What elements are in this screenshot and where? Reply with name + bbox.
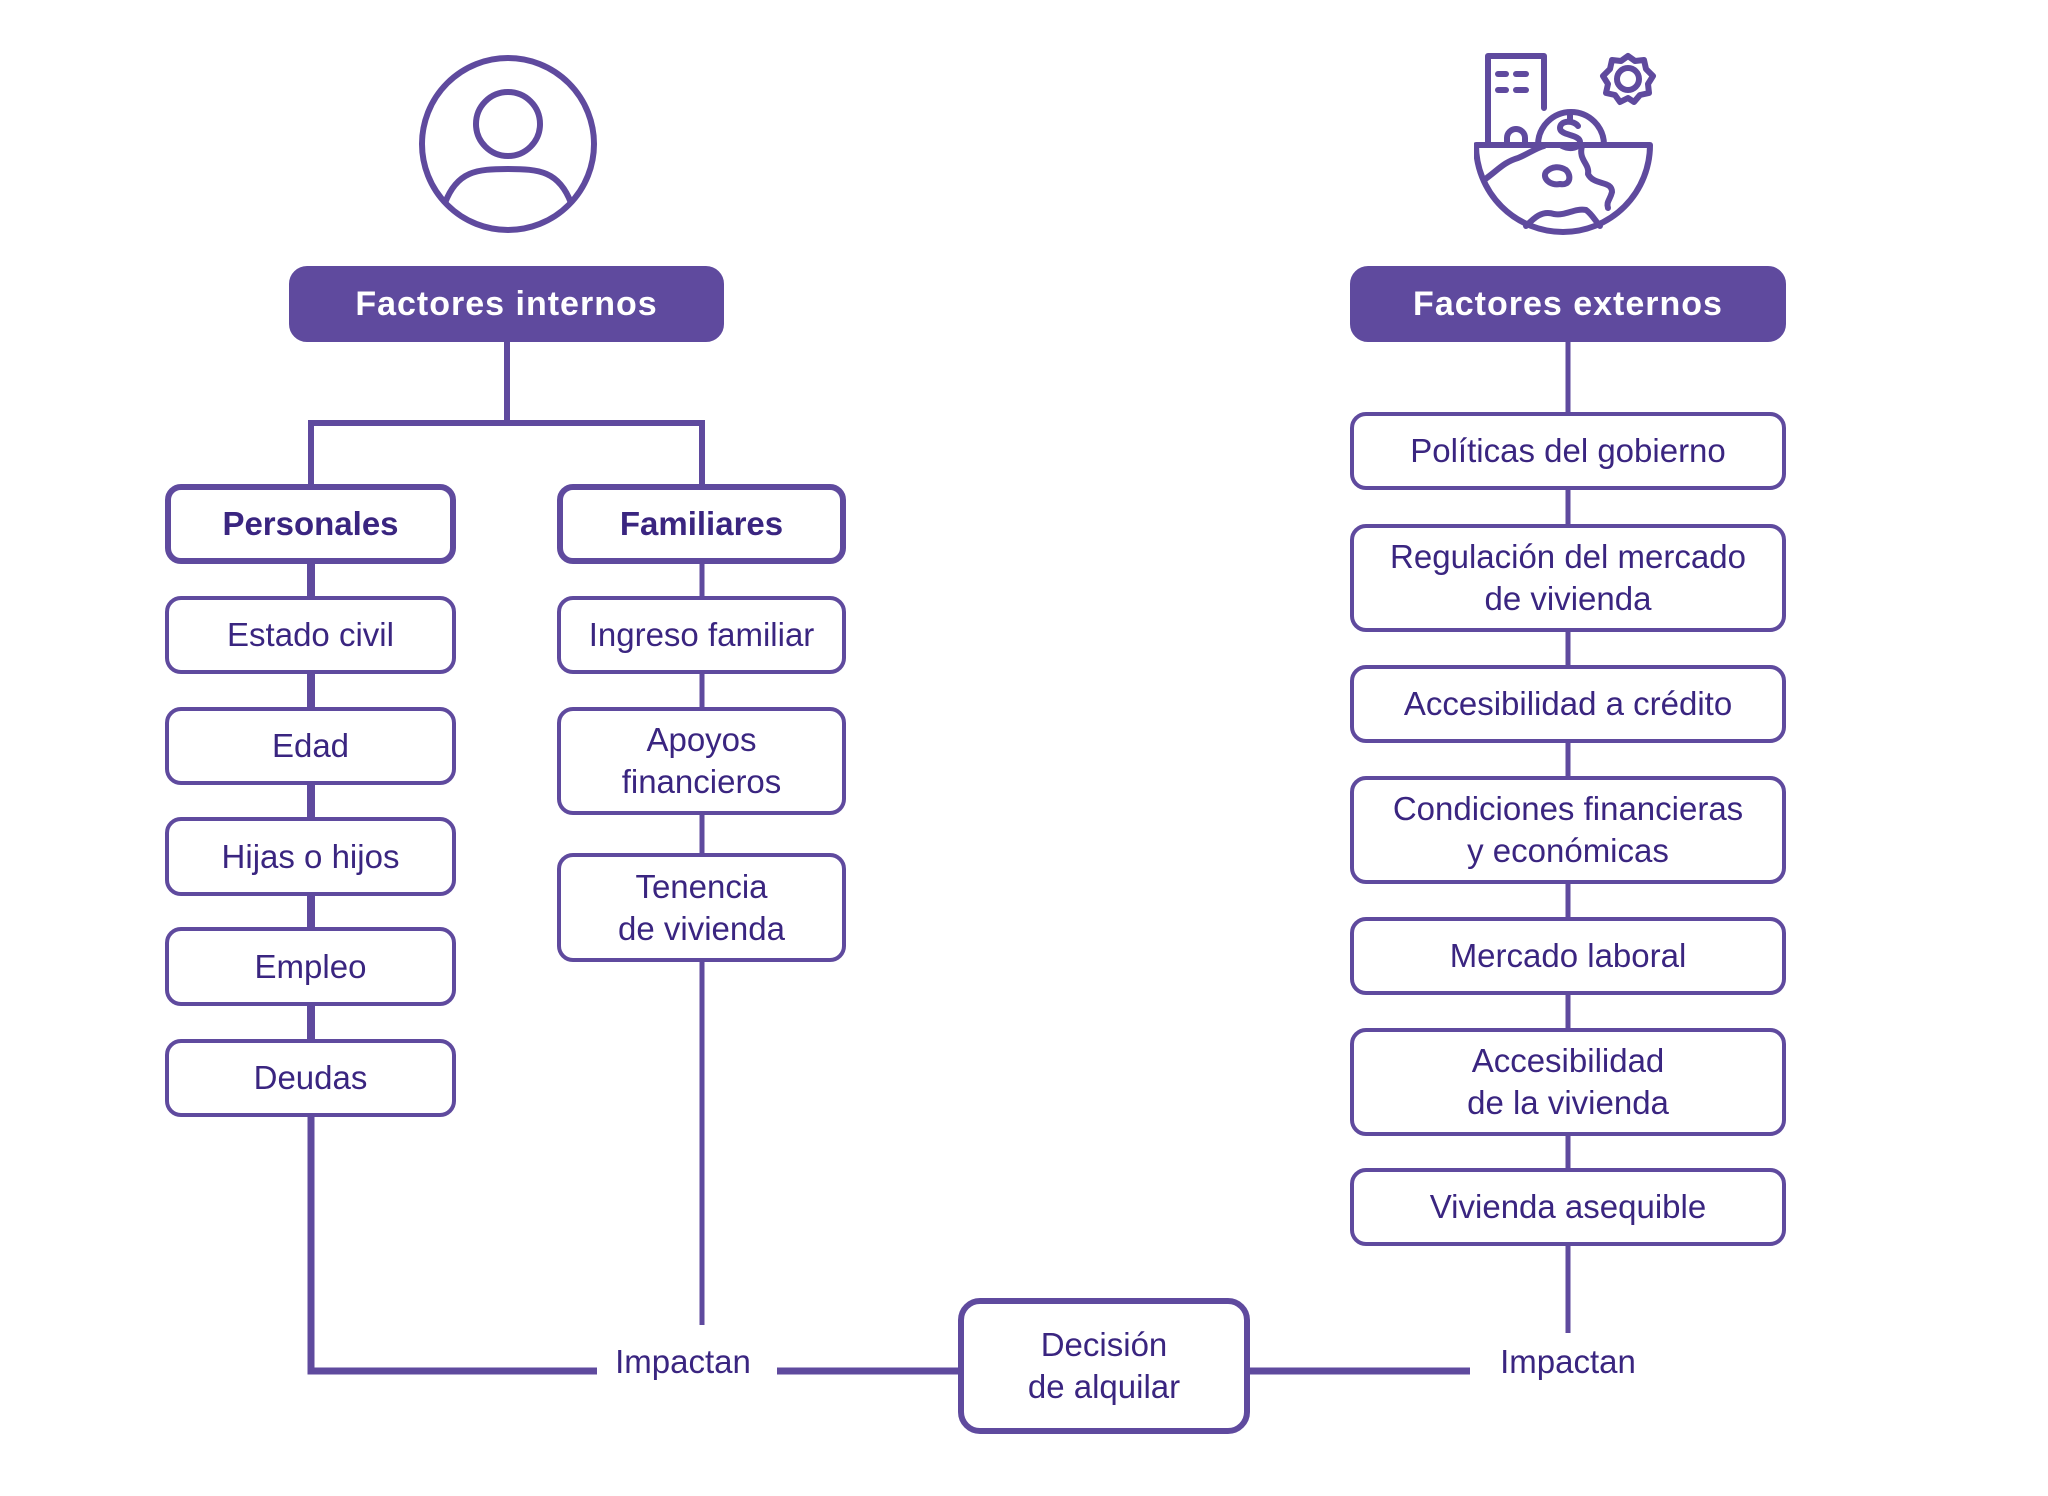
external-factor-node: Accesibilidad a crédito — [1350, 665, 1786, 743]
impact-label-right: Impactan — [1500, 1343, 1636, 1380]
personal-factor-node: Hijas o hijos — [165, 817, 456, 896]
personal-factors-node: Personales — [165, 484, 456, 564]
personal-factor-node: Deudas — [165, 1039, 456, 1117]
family-factors-node: Familiares — [557, 484, 846, 564]
connector-line — [308, 420, 705, 486]
personal-factor-node: Empleo — [165, 927, 456, 1006]
personal-factor-node: Estado civil — [165, 596, 456, 674]
family-factor-node: Apoyos financieros — [557, 707, 846, 815]
person-circle-icon — [419, 55, 597, 233]
external-factor-node: Mercado laboral — [1350, 917, 1786, 995]
personal-factor-node: Edad — [165, 707, 456, 785]
decision-node: Decisión de alquilar — [958, 1298, 1250, 1434]
economy-globe-icon — [1474, 53, 1656, 235]
external-factor-node: Regulación del mercado de vivienda — [1350, 524, 1786, 632]
external-factor-node: Condiciones financieras y económicas — [1350, 776, 1786, 884]
external-factor-node: Políticas del gobierno — [1350, 412, 1786, 490]
connector-line — [307, 1117, 597, 1375]
family-factor-node: Ingreso familiar — [557, 596, 846, 674]
external-factor-node: Vivienda asequible — [1350, 1168, 1786, 1246]
internal-factors-header: Factores internos — [289, 266, 724, 342]
external-factor-node: Accesibilidad de la vivienda — [1350, 1028, 1786, 1136]
family-factor-node: Tenencia de vivienda — [557, 853, 846, 962]
external-factors-header: Factores externos — [1350, 266, 1786, 342]
impact-label-left: Impactan — [615, 1343, 751, 1380]
